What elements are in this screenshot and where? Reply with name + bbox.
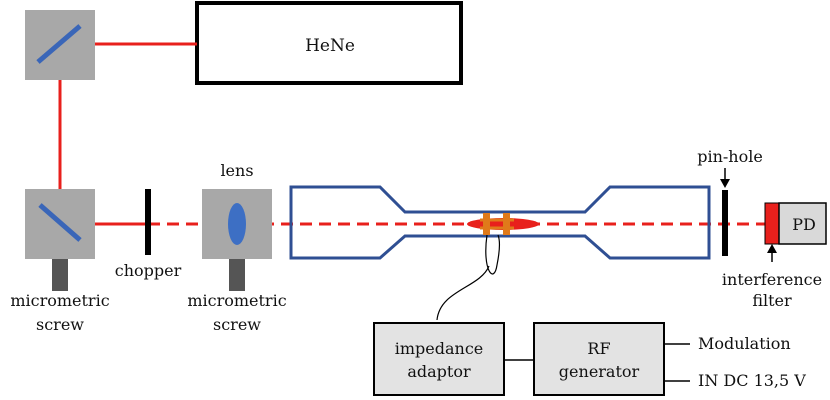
- impedance-adaptor-box: [373, 322, 505, 396]
- generator-label: generator: [559, 362, 640, 381]
- micrometric-label-2: micrometric: [187, 291, 286, 310]
- rf-label: RF: [587, 339, 610, 358]
- lens-assembly: [202, 189, 272, 291]
- discharge-tube: [289, 185, 711, 260]
- interference-filter: [764, 202, 780, 245]
- arrow-down-icon: [720, 179, 730, 188]
- chopper: [145, 189, 151, 255]
- dc-input-label: IN DC 13,5 V: [698, 371, 806, 390]
- bottom-mirror: [25, 189, 95, 291]
- filter-label: filter: [752, 291, 792, 310]
- arrow-up-icon: [767, 244, 777, 253]
- impedance-label: impedance: [395, 339, 484, 358]
- modulation-label: Modulation: [698, 334, 791, 353]
- lens-icon: [228, 203, 246, 245]
- pinhole-label: pin-hole: [697, 147, 763, 166]
- laser-label: HeNe: [305, 36, 355, 56]
- mirror-icon-2: [38, 203, 82, 242]
- screw-label-1: screw: [36, 315, 84, 334]
- wire-to-adaptor: [436, 265, 490, 321]
- top-mirror: [25, 10, 95, 80]
- rf-generator-box: [533, 322, 665, 396]
- mirror-icon: [36, 24, 82, 64]
- wire-loop: [485, 234, 500, 275]
- pd-label: PD: [792, 215, 816, 234]
- micrometric-screw-2: [229, 259, 245, 291]
- interference-label: interference: [722, 270, 822, 289]
- adaptor-label: adaptor: [407, 362, 471, 381]
- pinhole: [722, 190, 728, 256]
- electrode-2: [503, 213, 510, 235]
- micrometric-label-1: micrometric: [10, 291, 109, 310]
- electrode-1: [483, 213, 490, 235]
- lens-label: lens: [220, 161, 253, 180]
- photodiode: [778, 202, 827, 245]
- screw-label-2: screw: [213, 315, 261, 334]
- chopper-label: chopper: [115, 261, 182, 280]
- micrometric-screw-1: [52, 259, 68, 291]
- hene-laser: HeNe: [195, 1, 463, 85]
